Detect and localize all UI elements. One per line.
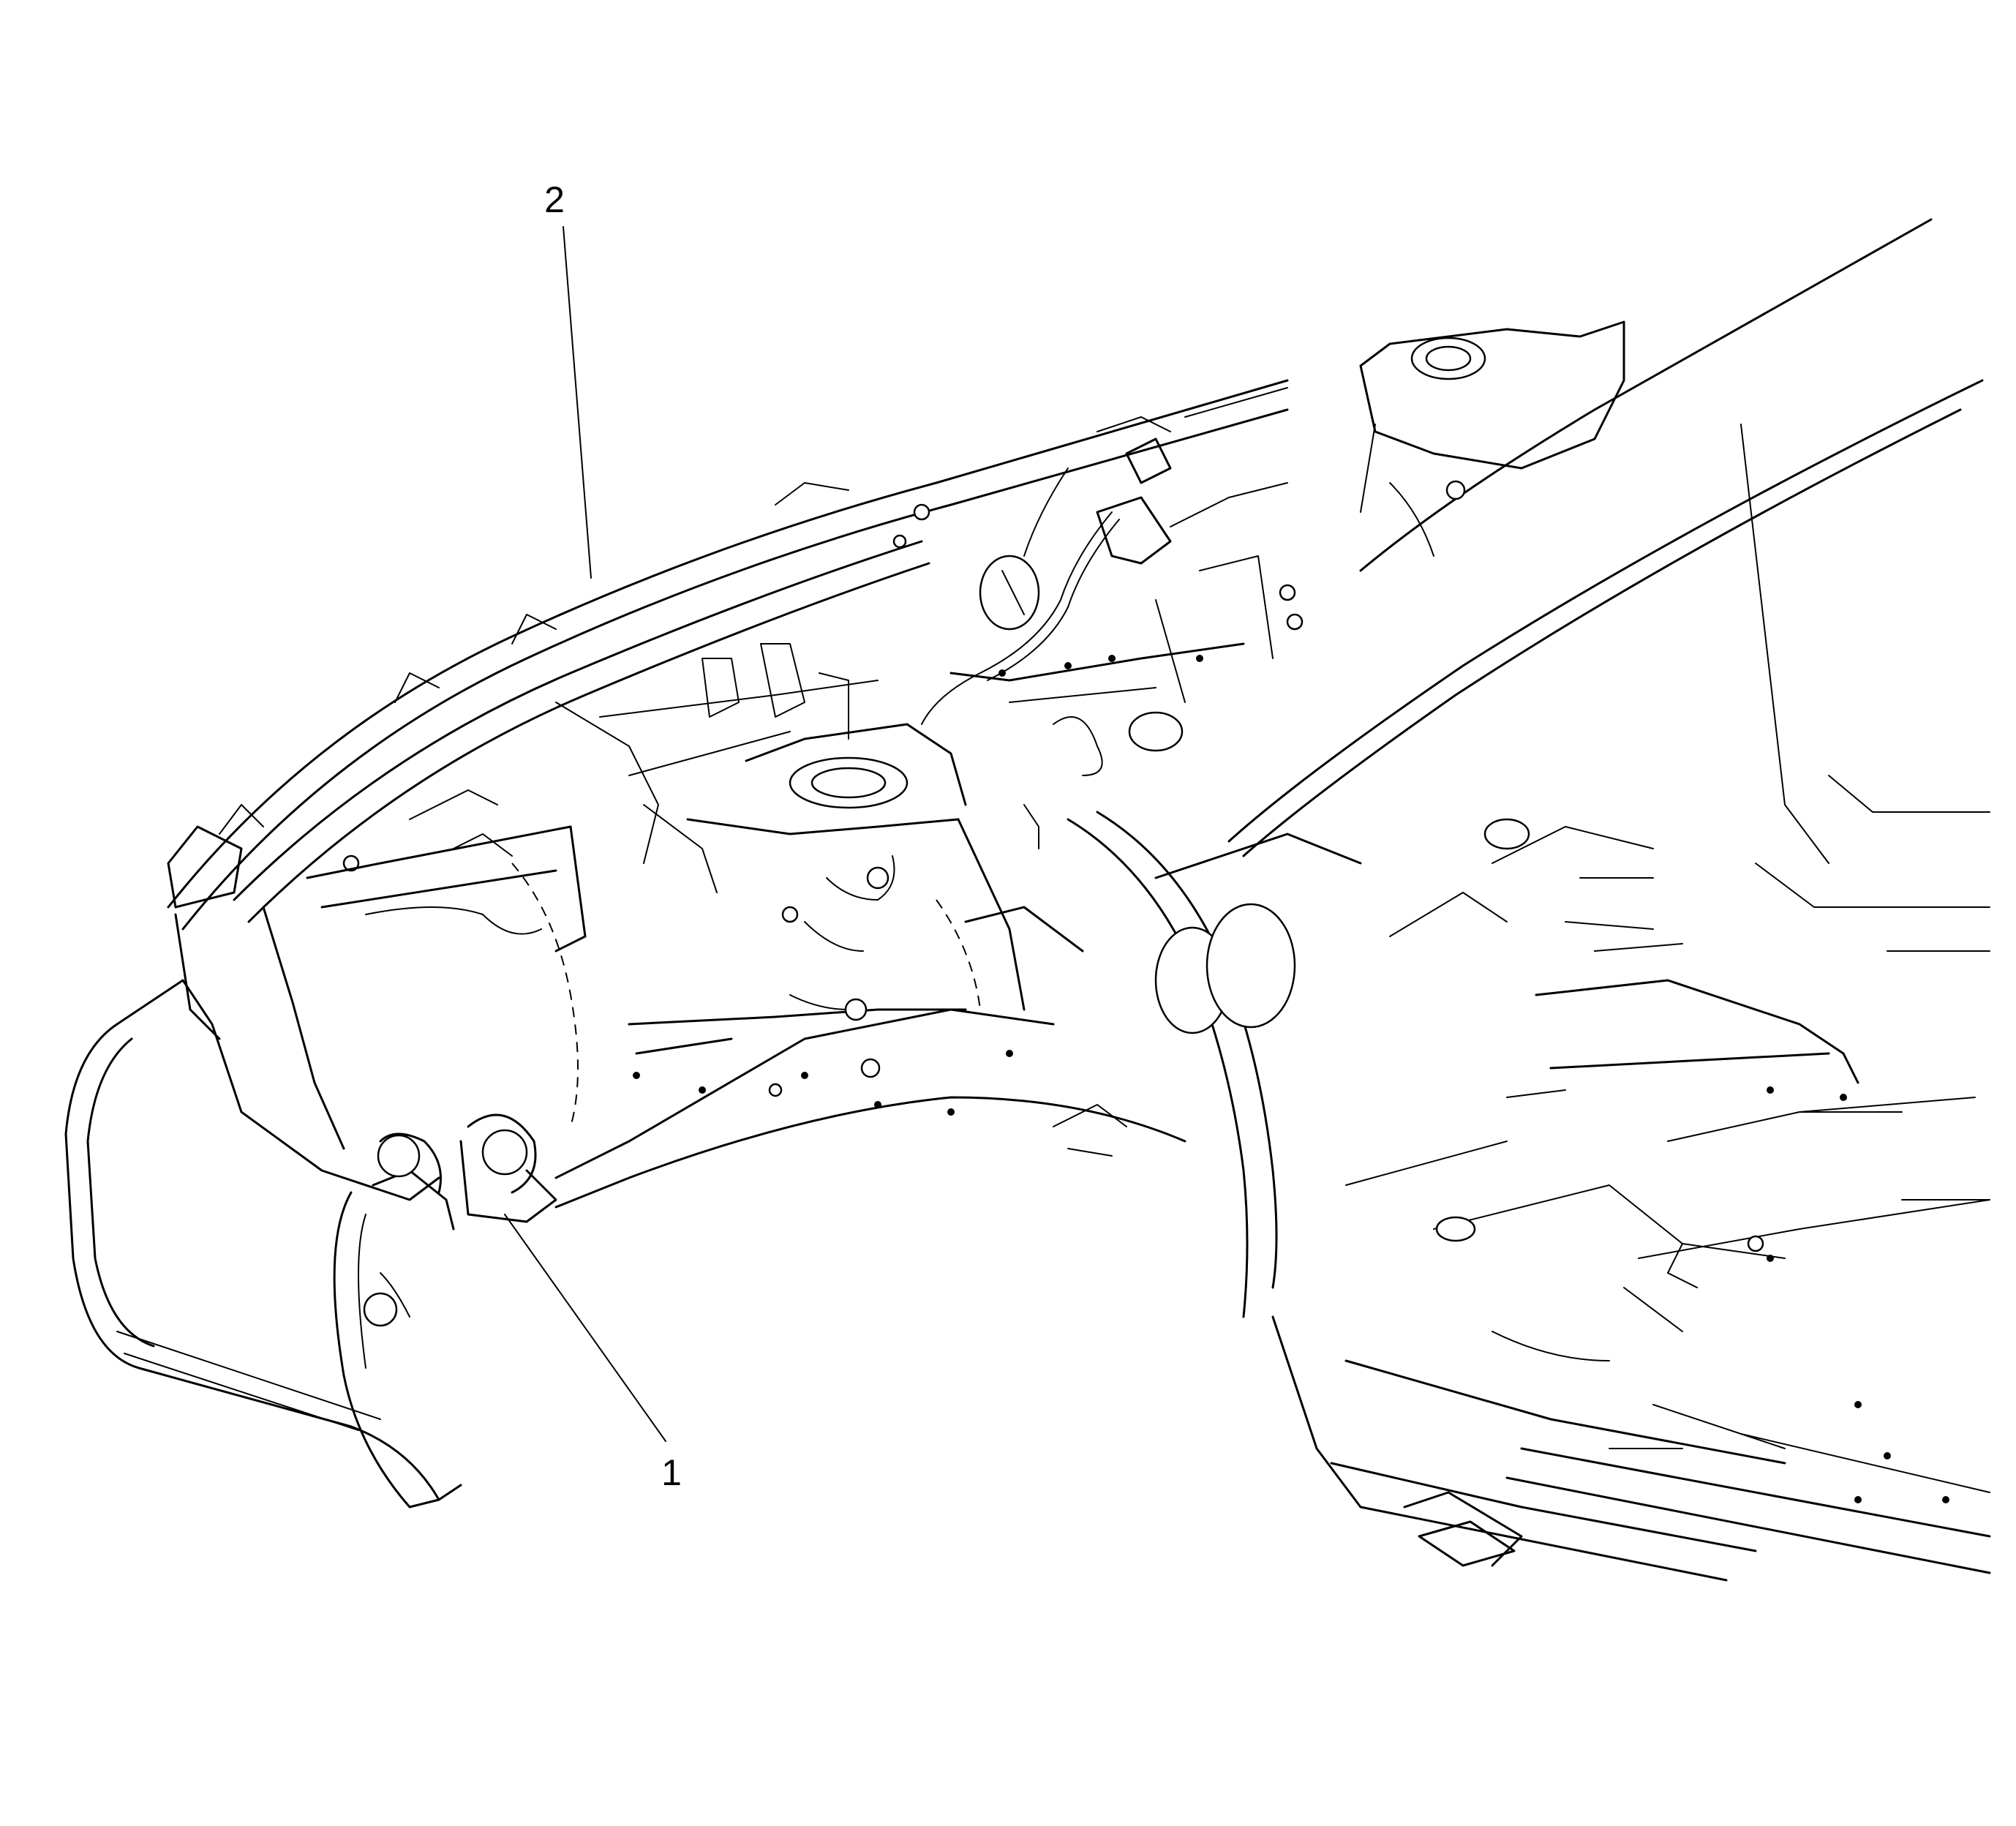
leader-lines	[504, 226, 666, 1442]
right-strut-tower	[1155, 320, 1625, 703]
roof-pillar-lines	[1227, 218, 1984, 864]
hinge-pillar	[964, 804, 1278, 1318]
front-bumper	[64, 979, 462, 1508]
callout-2-number: 2	[544, 179, 565, 220]
leader-line-1	[504, 1214, 666, 1442]
upper-tie-bar	[167, 379, 1289, 931]
front-frame-rail	[377, 1008, 1186, 1223]
radiator-support	[167, 643, 879, 1150]
callout-1-number: 1	[661, 1452, 682, 1493]
dash-panel	[949, 642, 1245, 776]
wheelhouse-and-strut-tower	[511, 723, 1026, 1127]
wiring-harness	[921, 437, 1172, 725]
floor-and-rocker	[1154, 775, 1991, 1582]
leader-line-2	[563, 226, 592, 579]
